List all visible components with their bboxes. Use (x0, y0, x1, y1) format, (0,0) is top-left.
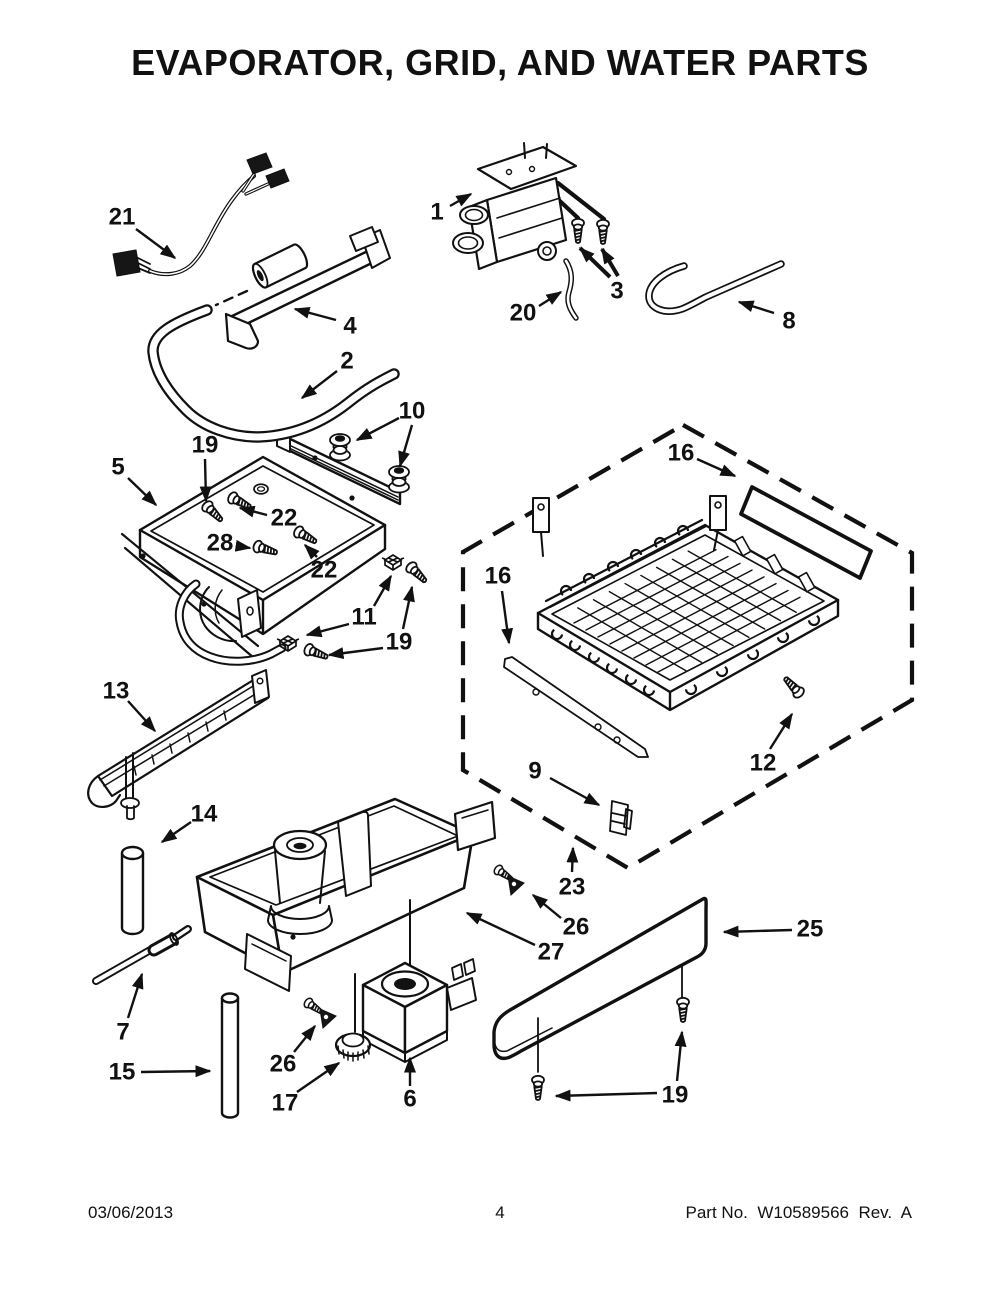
screw-19b (403, 559, 431, 587)
callout-1: 1 (430, 199, 443, 226)
callout-17: 17 (272, 1090, 299, 1117)
part-clip-26b (301, 995, 337, 1030)
callout-8: 8 (782, 308, 795, 335)
callout-22: 22 (311, 557, 338, 584)
callout-7: 7 (116, 1019, 129, 1046)
callout-19: 19 (662, 1082, 689, 1109)
screw-19a (199, 498, 227, 526)
part-grid-cover-panel (739, 485, 873, 580)
callout-9: 9 (528, 758, 541, 785)
part-clip-9 (609, 800, 633, 836)
callout-28: 28 (207, 530, 234, 557)
clip-11a (381, 554, 405, 571)
part-trough-13 (87, 669, 270, 821)
callout-4: 4 (343, 313, 357, 340)
callout-26: 26 (563, 914, 590, 941)
part-tube-14 (120, 845, 145, 936)
callout-20: 20 (510, 300, 537, 327)
part-reservoir-27 (195, 797, 497, 992)
page-title: EVAPORATOR, GRID, AND WATER PARTS (131, 42, 869, 83)
part-panel-25 (492, 896, 708, 1073)
part-cutting-grid (503, 485, 873, 836)
callout-19: 19 (192, 432, 219, 459)
part-distributor-tube-4 (214, 226, 391, 350)
screw-3b (596, 218, 610, 245)
callout-16: 16 (485, 563, 512, 590)
part-inlet-tube-2 (147, 304, 400, 443)
footer-date: 03/06/2013 (88, 1203, 174, 1222)
callout-12: 12 (750, 750, 777, 777)
callout-26: 26 (270, 1051, 297, 1078)
part-pump-6 (354, 958, 477, 1063)
part-water-valve (452, 142, 607, 271)
callout-21: 21 (109, 204, 136, 231)
part-tube-15 (220, 992, 240, 1119)
callout-5: 5 (111, 454, 124, 481)
screw-19c (301, 641, 331, 664)
part-fill-tube-20 (563, 258, 579, 321)
screw-12 (779, 672, 807, 701)
part-tube-7 (92, 925, 192, 985)
part-grid-blade-strip (503, 656, 649, 758)
grid-group-boundary (460, 422, 915, 871)
callout-11: 11 (351, 604, 376, 631)
part-cap-17 (334, 1032, 372, 1062)
callout-22: 22 (271, 505, 298, 532)
screw-19e (531, 1074, 545, 1101)
part-evaporator-pan (120, 430, 431, 666)
callout-15: 15 (109, 1059, 136, 1086)
callout-6: 6 (403, 1086, 416, 1113)
callout-23: 23 (559, 874, 586, 901)
footer-part-number: Part No. W10589566 Rev. A (685, 1203, 912, 1222)
callout-25: 25 (797, 916, 824, 943)
callout-14: 14 (191, 801, 218, 828)
footer-page-number: 4 (495, 1203, 505, 1222)
screw-3a (571, 217, 585, 244)
part-clip-26a (491, 862, 525, 897)
callout-10: 10 (399, 398, 426, 425)
screw-28 (251, 538, 280, 560)
callout-2: 2 (340, 348, 353, 375)
part-wire-harness (112, 152, 290, 277)
part-drain-tube-8 (645, 260, 785, 315)
callout-16: 16 (668, 440, 695, 467)
callout-3: 3 (610, 278, 623, 305)
callout-19: 19 (386, 629, 413, 656)
screw-19d (676, 996, 690, 1023)
callout-13: 13 (103, 678, 130, 705)
callout-27: 27 (538, 939, 565, 966)
